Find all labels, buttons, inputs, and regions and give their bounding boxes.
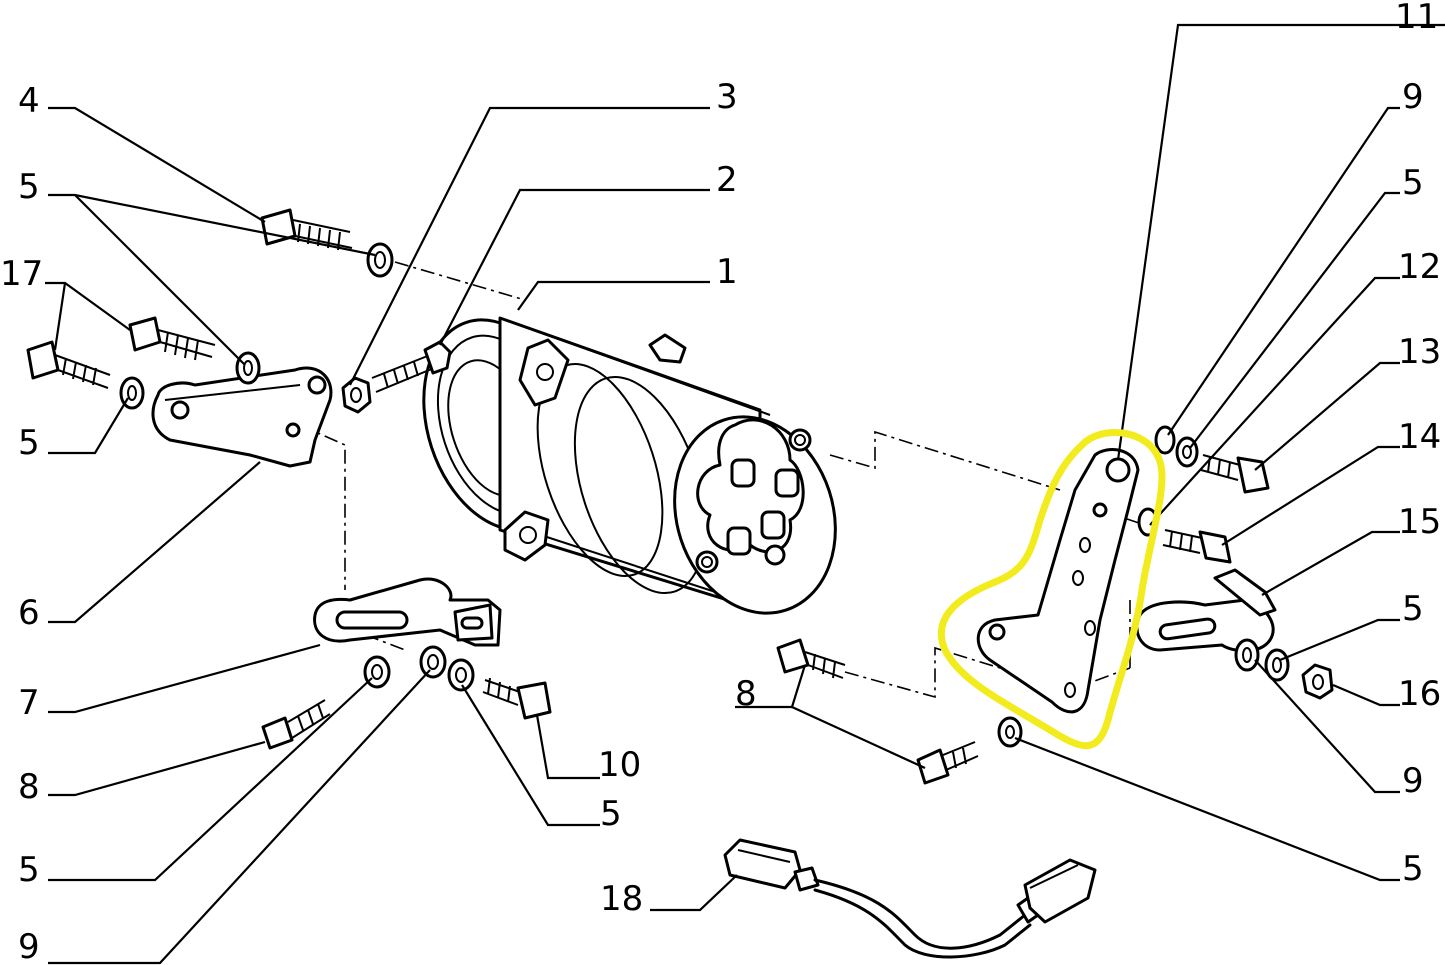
washer-9-mid-right [1234, 638, 1260, 672]
lower-left-bracket-7 [313, 577, 502, 647]
callout-15: 15 [1398, 502, 1442, 542]
callout-9-top-right: 9 [1402, 77, 1424, 117]
callout-16: 16 [1398, 674, 1442, 714]
washer-5-center [447, 658, 475, 692]
nut-3 [341, 376, 372, 414]
stud-2 [371, 340, 452, 393]
callout-2: 2 [716, 160, 738, 200]
cable-harness-18 [723, 838, 1097, 959]
callout-8-center: 8 [735, 674, 757, 714]
part-11-highlight-outline [937, 429, 1166, 750]
callout-11: 11 [1395, 0, 1439, 37]
callout-12: 12 [1398, 247, 1442, 287]
callout-5-top-left: 5 [18, 167, 40, 207]
bolt-8-center-lower [916, 741, 979, 785]
bolt-4 [260, 208, 353, 251]
left-bracket-6 [151, 366, 333, 468]
bolt-13 [1200, 454, 1270, 494]
bolt-10 [482, 677, 552, 720]
callout-9-bottom-right: 9 [1402, 761, 1424, 801]
callout-5-bottom-left: 5 [18, 850, 40, 890]
washer-9-bottom-left [419, 645, 447, 679]
callout-13: 13 [1398, 332, 1442, 372]
callout-1: 1 [716, 252, 738, 292]
callout-5-mid-right: 5 [1402, 589, 1424, 629]
callout-3: 3 [716, 77, 738, 117]
callout-4: 4 [18, 81, 40, 121]
bolt-8-left [261, 699, 331, 750]
callout-18: 18 [600, 879, 644, 919]
callout-7: 7 [18, 683, 40, 723]
right-lower-bracket-15 [1135, 568, 1277, 653]
callout-17: 17 [0, 254, 44, 294]
washer-5-mid-left [235, 351, 261, 385]
callout-8-left: 8 [18, 767, 40, 807]
bolt-8-center-upper [776, 638, 846, 679]
bolt-17-upper [128, 316, 216, 361]
bolt-17-lower [26, 340, 111, 389]
right-bracket-11 [976, 448, 1140, 714]
washer-5-mid-right [1264, 648, 1290, 682]
callout-5-bottom-right: 5 [1402, 849, 1424, 889]
callout-6: 6 [18, 593, 40, 633]
callout-14: 14 [1398, 417, 1442, 457]
washer-5-bottom-right [997, 716, 1023, 748]
callout-10: 10 [598, 745, 642, 785]
nut-16 [1301, 663, 1334, 700]
callout-9-bottom-left: 9 [18, 927, 40, 965]
leader-lines [45, 23, 1445, 965]
compressor [422, 316, 837, 615]
callout-5-center: 5 [600, 794, 622, 834]
callout-5-top-right: 5 [1402, 163, 1424, 203]
callout-5-left: 5 [18, 423, 40, 463]
bolt-14 [1162, 529, 1232, 564]
washer-5-top-left [366, 242, 394, 278]
